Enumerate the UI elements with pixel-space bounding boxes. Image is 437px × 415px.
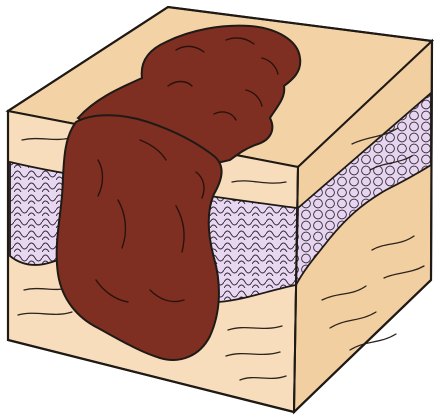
skin-lesion-illustration: [0, 0, 437, 415]
illustration-stage: [0, 0, 437, 415]
